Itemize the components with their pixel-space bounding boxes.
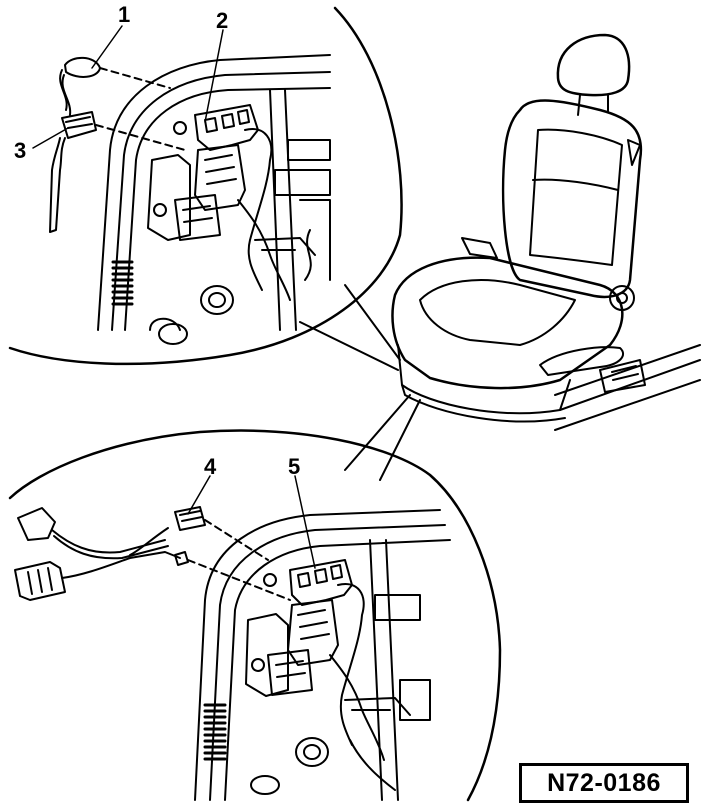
top-harness xyxy=(49,56,186,233)
bottom-harness xyxy=(14,506,291,601)
bottom-switch-assembly xyxy=(267,559,411,791)
callout-3: 3 xyxy=(14,138,26,163)
leader-1 xyxy=(91,25,123,69)
leader-2 xyxy=(204,29,224,123)
bottom-seat-frame xyxy=(194,509,451,801)
callout-5: 5 xyxy=(288,454,300,479)
headrest xyxy=(556,33,631,97)
callout-2: 2 xyxy=(216,8,228,33)
leader-3 xyxy=(32,127,69,149)
seat-illustration xyxy=(391,33,701,431)
top-seat-frame xyxy=(97,54,331,345)
bottom-detail-view xyxy=(8,394,502,802)
callout-4: 4 xyxy=(204,454,217,479)
leader-5 xyxy=(294,475,316,569)
bottom-detail-pointer xyxy=(344,394,421,481)
top-detail-view xyxy=(8,6,403,371)
seat-rails xyxy=(554,344,701,431)
bottom-detail-outline xyxy=(8,429,502,802)
seat-adjust-switch-assembly xyxy=(174,104,316,301)
backrest xyxy=(501,99,643,299)
top-detail-outline xyxy=(8,6,403,366)
leader-4 xyxy=(187,475,211,515)
figure-reference-code: N72-0186 xyxy=(519,763,689,803)
seat-cushion xyxy=(391,256,624,390)
top-detail-pointer xyxy=(299,284,401,371)
callout-1: 1 xyxy=(118,2,130,27)
seat-adjust-knob xyxy=(609,285,635,311)
